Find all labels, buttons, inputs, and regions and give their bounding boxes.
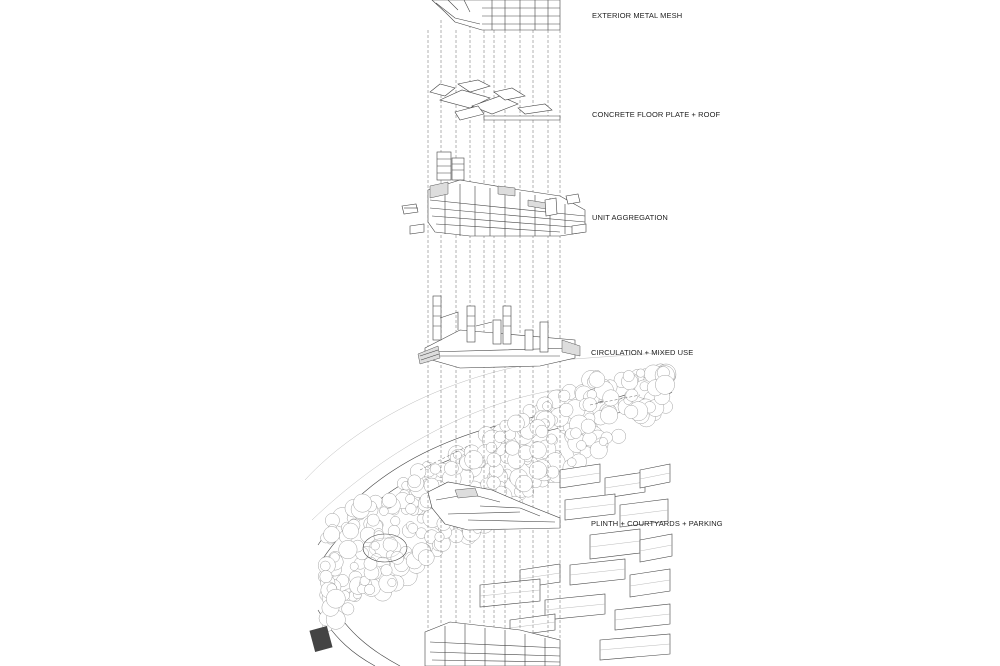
tree [407,474,422,488]
city-block-floor-line [564,503,616,511]
city-block-floor-line [619,509,669,517]
tree [567,457,577,467]
tree [535,424,549,438]
layer-exterior-metal-mesh [431,0,561,31]
layer-plinth-courtyards-parking [424,481,561,666]
tree [429,463,441,475]
tree [366,513,380,527]
tree [342,522,359,540]
tree [624,404,639,419]
city-block-floor-line [569,568,626,576]
tree [444,461,459,476]
label-unit-aggregation: UNIT AGGREGATION [592,213,668,222]
tree [326,589,346,609]
tree [542,401,552,411]
tree [558,389,571,402]
tree [622,370,635,382]
tree [319,570,333,583]
tree [341,602,355,616]
tree [379,506,389,516]
tree [580,418,596,434]
tree [381,492,397,508]
tree [529,461,548,480]
tree [546,433,557,445]
tree [387,578,397,587]
label-circulation-mixed-use: CIRCULATION + MIXED USE [591,348,693,357]
city-block-floor-line [559,472,601,480]
layer-concrete-floor-plate [429,79,561,121]
tree [602,389,620,407]
tree [570,427,582,439]
city-block-floor-line [629,579,671,587]
city-block-floor-line [589,540,641,548]
tree [364,584,375,595]
city-block-floor-line [639,544,673,552]
tree [576,440,587,451]
city-block-floor-line [544,603,606,611]
city-block-floor-line [519,572,561,580]
tree [589,441,608,460]
tree [373,530,385,542]
tree [338,540,358,559]
tree [363,556,378,571]
tree [405,503,417,515]
city-block-floor-line [479,589,541,597]
tree [625,388,639,402]
tree [507,414,525,432]
tree [582,397,598,412]
tree [390,516,401,526]
tree [382,537,398,553]
tree [599,437,608,446]
tree [407,523,418,534]
tree [453,451,462,460]
tree-canopy [317,363,677,632]
tree [505,440,521,456]
tree [464,450,484,470]
tree [655,374,675,395]
label-exterior-metal-mesh: EXTERIOR METAL MESH [592,11,682,20]
city-blocks [479,463,673,661]
tree [380,564,393,577]
tree [600,406,618,425]
tree [434,531,445,542]
site-landscape [304,351,677,666]
city-block-floor-line [639,472,671,480]
city-block-floor-line [509,621,556,629]
tree [370,541,380,551]
tree [349,562,359,571]
tree [320,560,331,572]
layer-unit-aggregation [401,151,587,237]
city-block-floor-line [599,643,671,651]
tree [611,428,626,444]
tree [546,465,560,479]
label-plinth-courtyards-parking: PLINTH + COURTYARDS + PARKING [591,519,723,528]
tree [636,368,646,378]
tree [494,430,507,443]
label-concrete-floor-plate-roof: CONCRETE FLOOR PLATE + ROOF [592,110,721,119]
tree [588,371,606,388]
tree [485,442,497,453]
tree [390,551,404,565]
layer-circulation-mixed-use [417,295,581,369]
city-block-floor-line [604,481,646,489]
tree [323,526,340,543]
tree [529,441,547,459]
city-block-floor-line [614,613,671,621]
tree [559,402,574,417]
tree [360,526,377,544]
tree [515,475,533,493]
tree [418,549,435,566]
tree [353,493,372,513]
